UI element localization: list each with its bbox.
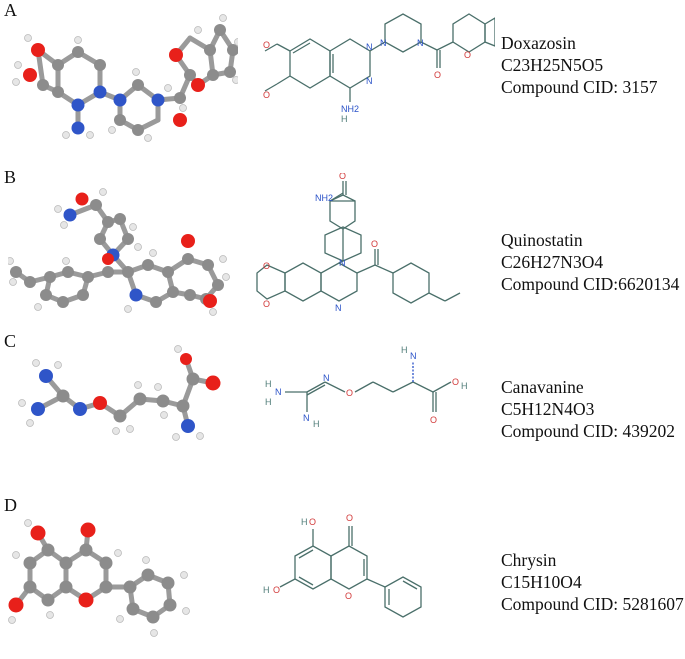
atom-label: O (434, 70, 441, 80)
panel-letter: C (4, 331, 17, 351)
compound-name: Chrysin (501, 550, 557, 570)
compound-formula: C23H25N5O5 (501, 55, 604, 75)
quinostatin-2d-structure: O NH2 N O O N O (256, 173, 461, 313)
chrysin-2d-structure: O H O O H O (263, 513, 422, 618)
compound-cid: Compound CID: 5281607 (501, 594, 684, 614)
panel-letter: D (4, 495, 17, 515)
compound-formula: C5H12N4O3 (501, 399, 595, 419)
atom-label: N (275, 387, 282, 397)
atom-label: N (339, 258, 346, 268)
compound-info: Doxazosin C23H25N5O5 Compound CID: 3157 (501, 32, 658, 98)
atom-label: H (301, 517, 308, 527)
compound-cid: Compound CID: 3157 (501, 77, 658, 97)
atom-label: O (263, 40, 270, 50)
atom-label: NH2 (341, 104, 359, 114)
atom-label: O (339, 173, 346, 181)
atom-label: H (341, 114, 348, 124)
atom-label: H (265, 397, 272, 407)
compound-formula: C26H27N3O4 (501, 252, 604, 272)
atom-label: H (263, 585, 270, 595)
atom-label: O (345, 591, 352, 601)
compound-info: Chrysin C15H10O4 Compound CID: 5281607 (501, 549, 684, 615)
compound-cid: Compound CID: 439202 (501, 421, 676, 441)
canavanine-3d-model (18, 345, 221, 441)
chrysin-3d-model (8, 519, 190, 637)
compound-name: Canavanine (501, 377, 584, 397)
atom-label: H (313, 419, 320, 429)
atom-label: O (263, 299, 270, 309)
canavanine-2d-structure: H N H N N H O H N O O H (265, 345, 468, 429)
atom-label: N (335, 303, 342, 313)
doxazosin-2d-structure: O O O O N N N N NH2 H (263, 13, 495, 124)
compound-cid: Compound CID:6620134 (501, 274, 680, 294)
atom-label: N (410, 351, 417, 361)
compound-name: Doxazosin (501, 33, 576, 53)
panel-d: D (0, 495, 685, 655)
atom-label: O (346, 388, 353, 398)
compound-info: Canavanine C5H12N4O3 Compound CID: 43920… (501, 376, 675, 442)
doxazosin-3d-model (12, 14, 238, 142)
panel-letter: A (4, 0, 17, 20)
atom-label: H (265, 379, 272, 389)
atom-label: H (461, 381, 468, 391)
compound-name: Quinostatin (501, 230, 583, 250)
atom-label: O (464, 50, 471, 60)
atom-label: N (366, 76, 373, 86)
atom-label: O (263, 261, 270, 271)
atom-label: O (263, 90, 270, 100)
compound-formula: C15H10O4 (501, 572, 582, 592)
atom-label: N (323, 373, 330, 383)
atom-label: O (452, 377, 459, 387)
atom-label: O (430, 415, 437, 425)
panel-a: A (0, 0, 685, 160)
atom-label: N (303, 413, 310, 423)
atom-label: N (417, 38, 424, 48)
atom-label: O (371, 239, 378, 249)
compound-info: Quinostatin C26H27N3O4 Compound CID:6620… (501, 229, 679, 295)
quinostatin-3d-model (8, 188, 230, 316)
atom-label: NH2 (315, 193, 333, 203)
atom-label: N (380, 38, 387, 48)
panel-b: B (0, 167, 685, 327)
atom-label: N (366, 42, 373, 52)
atom-label: H (401, 345, 408, 355)
atom-label: O (273, 585, 280, 595)
panel-letter: B (4, 167, 17, 187)
atom-label: O (346, 513, 353, 523)
panel-c: C (0, 331, 685, 491)
atom-label: O (309, 517, 316, 527)
